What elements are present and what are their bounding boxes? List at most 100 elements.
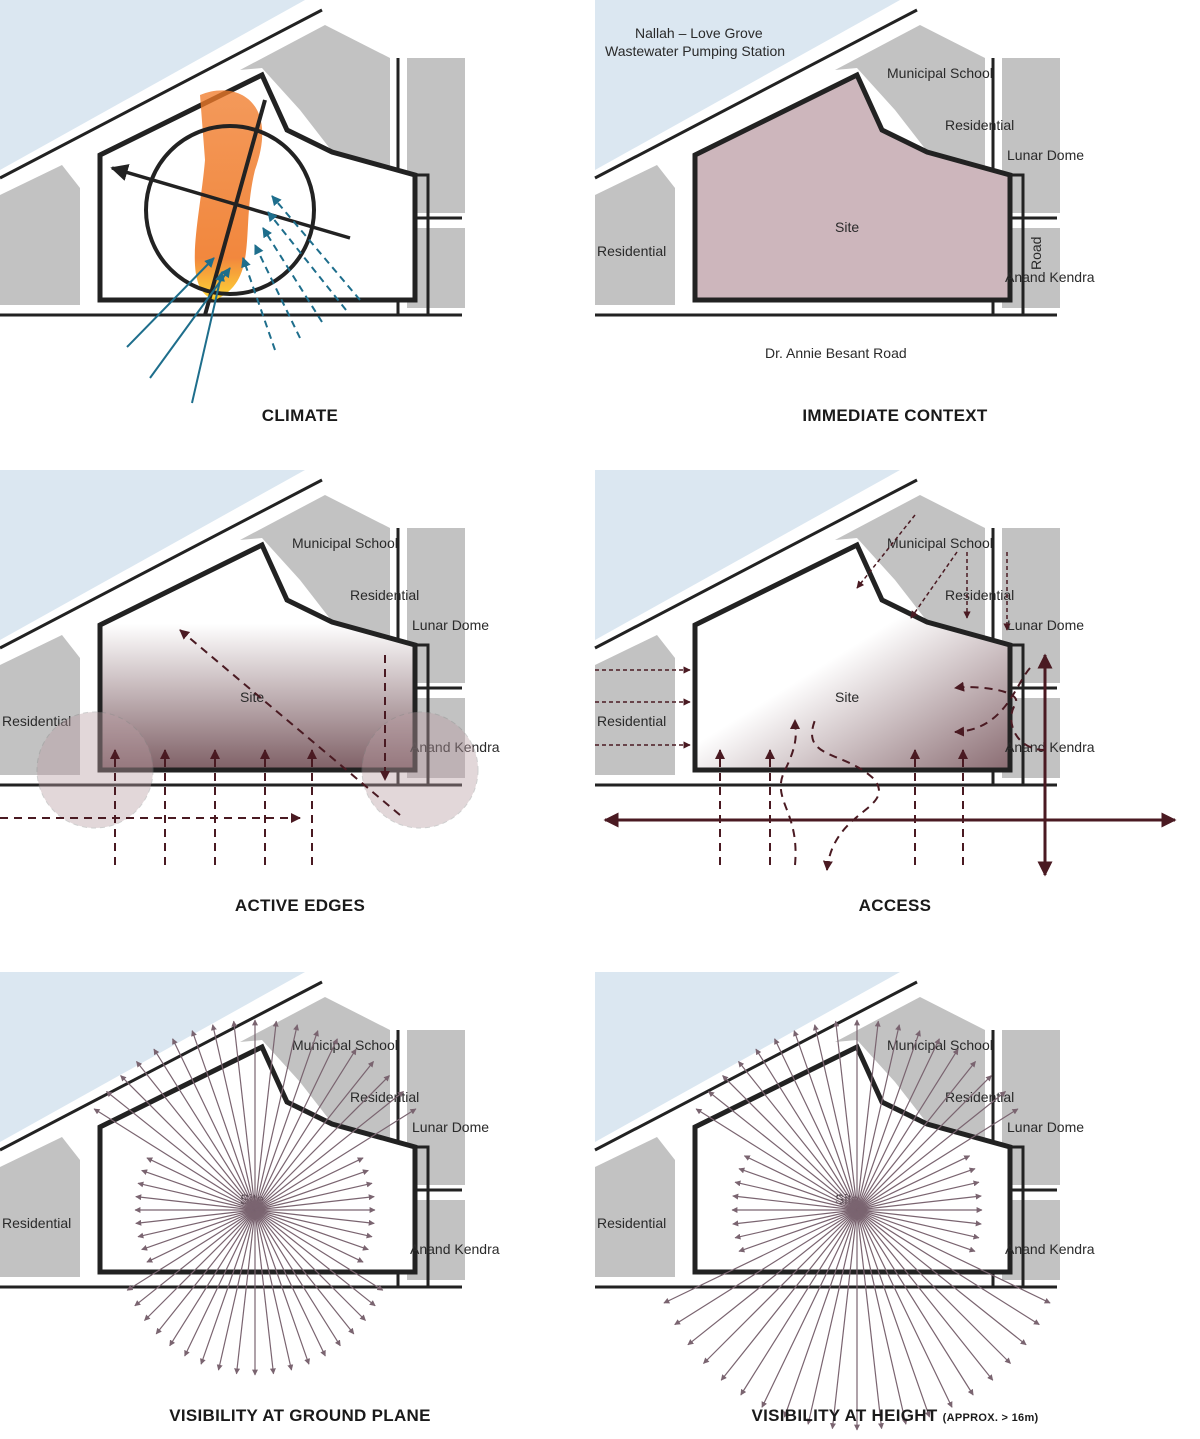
view-ray <box>856 1108 1019 1211</box>
water-body <box>595 972 900 1142</box>
view-ray <box>144 1209 256 1321</box>
view-ray <box>856 1167 976 1211</box>
view-ray <box>734 1180 858 1211</box>
view-ray <box>856 1038 940 1211</box>
site-boundary <box>97 71 418 303</box>
view-ray <box>856 1209 931 1418</box>
label-lunar-dome: Lunar Dome <box>412 1119 489 1135</box>
view-ray <box>146 1209 256 1263</box>
east-road-edge <box>396 528 462 787</box>
active-edge-node <box>36 711 154 829</box>
title-main: VISIBILITY AT HEIGHT <box>751 1406 938 1425</box>
label-anand-kendra: Anand Kendra <box>1005 739 1095 755</box>
view-ray <box>231 1020 256 1211</box>
view-ray <box>856 1091 1006 1211</box>
view-ray <box>856 1180 980 1211</box>
view-ray <box>254 1020 279 1211</box>
building-residential-west <box>595 635 675 775</box>
water-body <box>0 470 305 640</box>
view-ray <box>254 1209 369 1251</box>
label-municipal-school: Municipal School <box>292 535 398 551</box>
view-ray <box>830 1209 858 1430</box>
view-ray <box>169 1209 256 1347</box>
view-ray <box>743 1155 858 1211</box>
sun-axis-line <box>203 99 267 316</box>
panel-title-active-edges: ACTIVE EDGES <box>234 896 366 915</box>
label-residential-east: Residential <box>945 1089 1014 1105</box>
view-ray <box>856 1024 902 1211</box>
view-ray <box>708 1091 858 1211</box>
east-road-edge <box>396 58 462 317</box>
wind-arrow-icon <box>262 227 323 323</box>
view-ray <box>738 1061 858 1211</box>
building-residential-west <box>0 635 80 775</box>
view-ray <box>120 1075 256 1211</box>
view-ray <box>136 1061 256 1211</box>
view-ray <box>141 1169 256 1211</box>
label-residential-west: Residential <box>597 713 666 729</box>
building-residential-west <box>0 165 80 305</box>
view-ray <box>254 1209 294 1371</box>
view-ray <box>254 1181 373 1211</box>
label-lunar-dome: Lunar Dome <box>1007 1119 1084 1135</box>
water-body <box>595 470 900 640</box>
view-ray <box>254 1209 364 1263</box>
view-ray <box>856 1209 953 1408</box>
boundary-road-line <box>594 980 918 1152</box>
label-anand-kendra: Anand Kendra <box>410 739 500 755</box>
panel-title-access: ACCESS <box>858 896 932 915</box>
view-ray <box>106 1091 256 1211</box>
label-residential-west: Residential <box>2 1215 71 1231</box>
label-anand-kendra: Anand Kendra <box>410 1241 500 1257</box>
water-body <box>595 0 900 170</box>
view-ray <box>695 1108 858 1211</box>
view-ray <box>135 1194 256 1211</box>
label-municipal-school: Municipal School <box>292 1037 398 1053</box>
view-ray <box>172 1038 256 1211</box>
view-ray <box>254 1038 338 1211</box>
wind-arrow-icon <box>126 257 215 348</box>
view-ray <box>738 1167 858 1211</box>
active-edge-node <box>361 711 479 829</box>
wind-arrow-icon <box>271 195 361 301</box>
loop-arrow <box>779 719 801 866</box>
label-municipal-school: Municipal School <box>887 535 993 551</box>
site-boundary <box>692 541 1013 773</box>
view-ray <box>254 1194 375 1211</box>
label-main-road: Dr. Annie Besant Road <box>765 345 907 361</box>
title-note: (APPROX. > 16m) <box>942 1412 1039 1424</box>
building-municipal-school <box>835 495 985 638</box>
east-road-edge <box>396 1030 462 1289</box>
view-ray <box>254 1209 276 1375</box>
view-ray <box>254 1209 366 1321</box>
panel-climate: CLIMATE <box>0 0 600 440</box>
label-residential-west: Residential <box>2 713 71 729</box>
view-ray <box>200 1209 256 1365</box>
view-ray <box>856 1209 974 1396</box>
view-ray <box>216 1209 256 1371</box>
view-ray <box>674 1209 858 1326</box>
view-ray <box>134 1209 256 1307</box>
label-lunar-dome: Lunar Dome <box>412 617 489 633</box>
view-ray <box>254 1091 404 1211</box>
view-ray <box>254 1209 341 1347</box>
site-boundary <box>97 1043 418 1275</box>
wind-direction-arrow <box>110 164 351 240</box>
view-ray <box>856 1020 881 1211</box>
view-ray <box>738 1209 858 1253</box>
view-ray <box>783 1209 858 1418</box>
building-residential-west <box>595 1137 675 1277</box>
label-water-body-2: Wastewater Pumping Station <box>605 43 785 59</box>
view-ray <box>793 1030 858 1211</box>
panel-title-visibility-ground: VISIBILITY AT GROUND PLANE <box>169 1406 431 1425</box>
view-ray <box>732 1193 858 1211</box>
view-ray <box>126 1209 256 1291</box>
panel-title-context: IMMEDIATE CONTEXT <box>802 406 988 425</box>
view-ray <box>254 1209 384 1291</box>
building-residential-west <box>0 1137 80 1277</box>
site-boundary <box>692 1043 1013 1275</box>
